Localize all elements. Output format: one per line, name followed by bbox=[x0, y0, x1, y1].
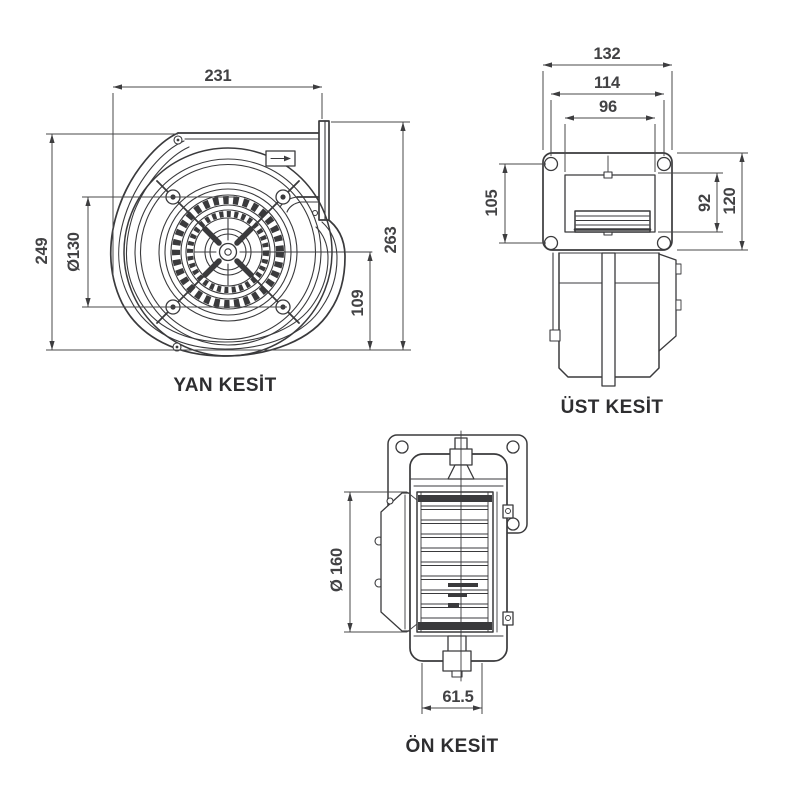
dim-label-opening-height: 92 bbox=[696, 194, 714, 212]
dim-label-total-height: 263 bbox=[382, 227, 400, 254]
blade-shadow bbox=[448, 593, 467, 597]
dim-opening-width: 96 bbox=[564, 98, 656, 172]
casing-tab-screws bbox=[172, 135, 183, 352]
motor-shaft bbox=[601, 252, 616, 387]
dim-label-bolt-circle: Ø130 bbox=[65, 232, 83, 272]
louver-box bbox=[416, 491, 494, 633]
dim-label-hole-spacing-vertical: 105 bbox=[483, 190, 501, 217]
bolt-hole bbox=[506, 517, 520, 531]
louver-band-top bbox=[418, 495, 492, 502]
impeller-edge bbox=[573, 210, 652, 233]
shaft-key-top bbox=[603, 171, 613, 179]
shaft-bottom bbox=[442, 635, 472, 678]
front-view: Ø 160 61.5 ÖN KESİT bbox=[328, 430, 528, 757]
dim-flange-height: 120 bbox=[677, 152, 748, 251]
guard-wires bbox=[156, 180, 300, 324]
bolt-hole bbox=[543, 156, 559, 172]
louver-band-bottom bbox=[418, 622, 492, 630]
dim-flange-width: 132 bbox=[542, 45, 673, 150]
side-view-title: YAN KESİT bbox=[173, 375, 276, 396]
bolt-hole bbox=[656, 235, 672, 251]
dim-label-impeller-diameter: Ø 160 bbox=[328, 548, 346, 592]
dim-label-flange-width: 132 bbox=[594, 45, 621, 63]
dim-total-height: 263 bbox=[331, 121, 410, 350]
flange-bolt-holes bbox=[543, 156, 672, 251]
bolt-hole bbox=[506, 440, 520, 454]
junction-box-lug bbox=[675, 263, 682, 275]
motor-body bbox=[549, 252, 682, 387]
top-view-title: ÜST KESİT bbox=[561, 397, 664, 418]
outlet-flange bbox=[311, 120, 330, 221]
bracket-screw bbox=[386, 497, 394, 505]
dim-label-side-width: 231 bbox=[205, 67, 232, 85]
front-bolt-holes bbox=[395, 440, 520, 531]
dim-center-to-base: 109 bbox=[349, 252, 373, 350]
dim-label-outlet-width: 61.5 bbox=[442, 688, 473, 706]
left-bracket bbox=[374, 492, 411, 632]
dim-opening-height: 92 bbox=[658, 172, 723, 233]
volute-rim-band-outer bbox=[118, 140, 338, 350]
right-clips bbox=[502, 504, 514, 626]
dim-label-opening-width: 96 bbox=[599, 98, 617, 116]
dim-side-height: 249 bbox=[33, 133, 411, 351]
airflow-direction-icon bbox=[265, 150, 296, 167]
blade-shadow bbox=[448, 603, 459, 607]
bolt-hole bbox=[395, 440, 409, 454]
dim-hole-spacing: 114 bbox=[550, 74, 665, 156]
volute-casing-outline bbox=[109, 132, 346, 357]
dim-label-hole-spacing: 114 bbox=[594, 74, 621, 92]
hub-center bbox=[224, 248, 232, 256]
blade-shadow bbox=[448, 583, 478, 587]
dim-impeller-diameter: Ø 160 bbox=[328, 491, 418, 633]
junction-box-lug bbox=[675, 299, 682, 311]
hub-spokes bbox=[194, 218, 262, 286]
top-view: 132 114 96 105 bbox=[483, 45, 748, 418]
hub bbox=[218, 242, 238, 262]
dim-label-center-to-base: 109 bbox=[349, 290, 367, 317]
junction-box bbox=[658, 253, 677, 352]
dim-side-width: 231 bbox=[112, 67, 323, 278]
inlet-and-motor bbox=[123, 147, 333, 357]
bolt-hole bbox=[656, 156, 672, 172]
dim-label-side-height: 249 bbox=[33, 238, 51, 265]
dim-bolt-circle: Ø130 bbox=[65, 196, 287, 308]
dim-label-flange-height: 120 bbox=[721, 188, 739, 215]
front-view-title: ÖN KESİT bbox=[406, 736, 499, 757]
side-view: 231 249 Ø130 109 bbox=[33, 67, 411, 396]
motor-foot bbox=[549, 329, 561, 342]
louver-slats bbox=[420, 505, 489, 619]
volute-rim-band-inner bbox=[125, 146, 329, 343]
dim-outlet-width: 61.5 bbox=[421, 663, 483, 714]
dim-hole-spacing-vertical: 105 bbox=[483, 163, 546, 244]
bolt-hole bbox=[543, 235, 559, 251]
